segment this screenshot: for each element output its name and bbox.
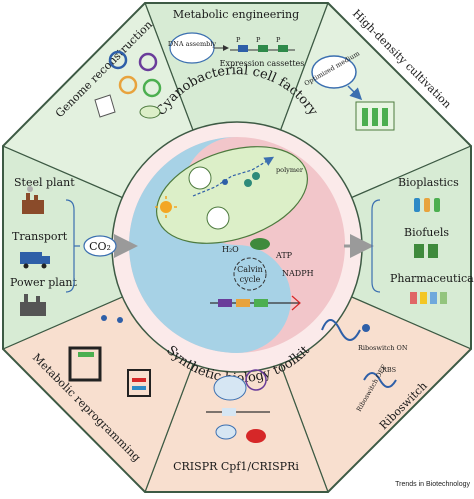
products-panel: Bioplastics Biofuels Pharmaceuticals: [371, 176, 474, 304]
source-steel-plant: Steel plant: [14, 176, 75, 189]
pharmaceuticals-icon: [410, 292, 447, 304]
co2-label: CO₂: [89, 240, 111, 253]
metabolic-engineering-panel: Metabolic engineering DNA assembly P P P…: [168, 8, 304, 68]
calvin-cycle-module: H₂O ATP NADPH Calvin cycle: [210, 238, 314, 311]
calvin-label-line1: Calvin: [237, 265, 263, 274]
source-transport: Transport: [12, 230, 68, 243]
octagon-border: [2, 2, 472, 493]
journal-credit: Trends in Biotechnology: [395, 481, 470, 488]
calvin-label-line2: cycle: [240, 275, 261, 284]
product-biofuels: Biofuels: [404, 226, 449, 239]
promoter-label-3: P: [276, 36, 281, 44]
chloroplast-icon: [250, 238, 270, 250]
crispr-panel: CRISPR Cpf1/CRISPRi: [173, 369, 299, 473]
h2o-label: H₂O: [222, 245, 239, 254]
promoter-label-1: P: [236, 36, 241, 44]
metabolic-engineering-title: Metabolic engineering: [173, 8, 299, 21]
atp-label: ATP: [275, 251, 293, 260]
nadph-label: NADPH: [282, 269, 314, 278]
source-power-plant: Power plant: [10, 276, 77, 289]
cyanobacterial-cell: polymer: [155, 146, 309, 244]
promoter-label-2: P: [256, 36, 261, 44]
polymer-label: polymer: [276, 166, 304, 174]
riboswitch-on-label: Riboswitch ON: [358, 344, 408, 352]
rbs-label: RBS: [382, 366, 396, 374]
power-plant-icon: [20, 294, 46, 316]
truck-icon: [20, 252, 50, 269]
product-pharmaceuticals: Pharmaceuticals: [390, 272, 474, 285]
biofuels-icon: [414, 244, 438, 258]
factory-icon: [22, 186, 44, 214]
co2-sources-panel: Steel plant Transport Power plant CO₂: [10, 176, 117, 316]
crispr-title: CRISPR Cpf1/CRISPRi: [173, 460, 299, 473]
dna-assembly-label: DNA assembly: [168, 40, 216, 48]
bioplastics-icon: [414, 198, 440, 212]
sun-icon: [155, 196, 177, 218]
product-bioplastics: Bioplastics: [398, 176, 459, 189]
expression-cassettes-label: Expression cassettes: [220, 59, 305, 68]
